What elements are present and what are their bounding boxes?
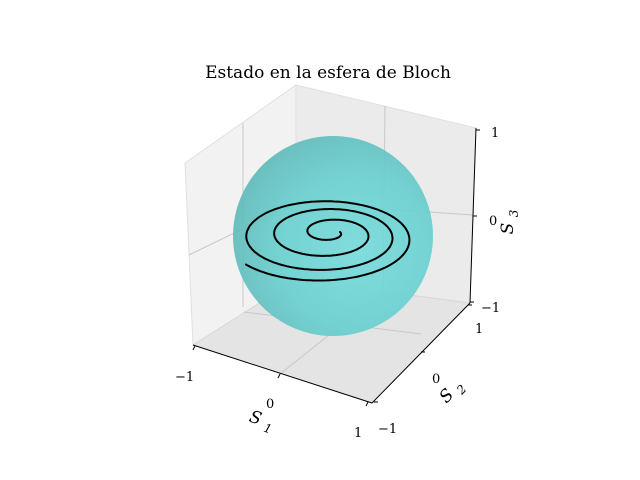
z-axis-label: S 3 — [498, 209, 521, 234]
z-axis: 1 0 −1 S 3 — [469, 126, 521, 316]
x-tick-mid: 0 — [266, 397, 274, 412]
x-axis-label: S 1 — [246, 407, 277, 437]
y-tick-top: 1 — [475, 322, 483, 337]
y-axis: −1 0 1 S 2 — [371, 302, 483, 437]
z-tick-bottom: −1 — [481, 301, 500, 316]
x-tick-right: 1 — [354, 426, 362, 441]
y-axis-label: S 2 — [436, 376, 470, 410]
chart-title: Estado en la esfera de Bloch — [205, 63, 451, 83]
trajectory-line — [245, 200, 411, 282]
y-tick-mid: 0 — [432, 372, 440, 387]
x-tick-left: −1 — [175, 370, 194, 385]
z-tick-top: 1 — [491, 126, 499, 141]
x-axis: −1 0 1 S 1 — [175, 344, 373, 441]
y-tick-bottom: −1 — [378, 422, 397, 437]
bloch-sphere — [233, 136, 433, 336]
z-tick-mid: 0 — [489, 214, 497, 229]
